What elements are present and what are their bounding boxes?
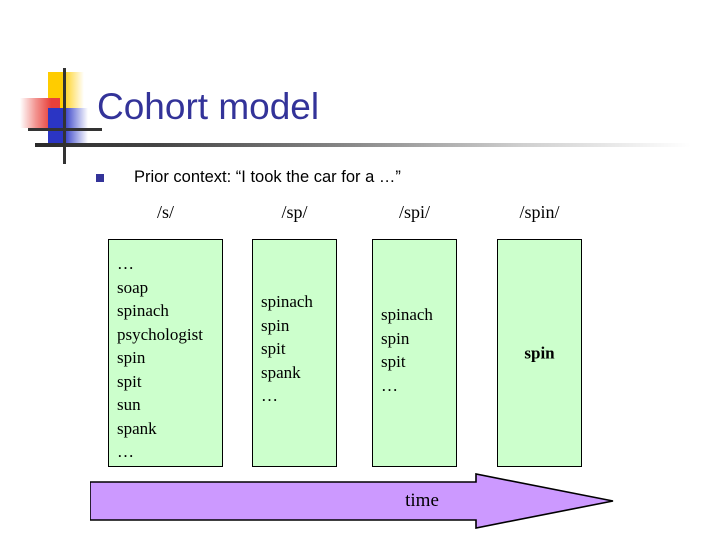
time-arrow: time [90,473,614,529]
square-bullet-icon [96,173,104,182]
cohort-word-list-spin: spin [524,343,555,363]
cohort-box-s: … soap spinach psychologist spin spit su… [108,239,223,467]
cohort-word-list-sp: spinach spin spit spank … [261,292,313,405]
logo-blue-square-icon [48,108,88,144]
bullet-item-prior-context: Prior context: “I took the car for a …” [96,168,401,187]
column-header-s: /s/ [156,202,174,222]
title-divider [35,143,711,147]
cohort-word-list-spi: spinach spin spit … [381,305,433,395]
cohort-word-list-s: … soap spinach psychologist spin spit su… [117,254,203,461]
logo-vertical-bar-icon [63,68,66,164]
column-header-spin: /spin/ [519,202,560,222]
cohort-box-spin: spin [497,239,582,467]
column-header-sp: /sp/ [281,202,308,222]
decorative-logo-mark [18,68,114,164]
bullet-item-label: Prior context: “I took the car for a …” [134,168,401,186]
cohort-box-spi: spinach spin spit … [372,239,457,467]
time-arrow-shape-icon [90,473,614,529]
column-header-spi: /spi/ [398,202,430,222]
page-title: Cohort model [97,86,320,127]
cohort-box-sp: spinach spin spit spank … [252,239,337,467]
